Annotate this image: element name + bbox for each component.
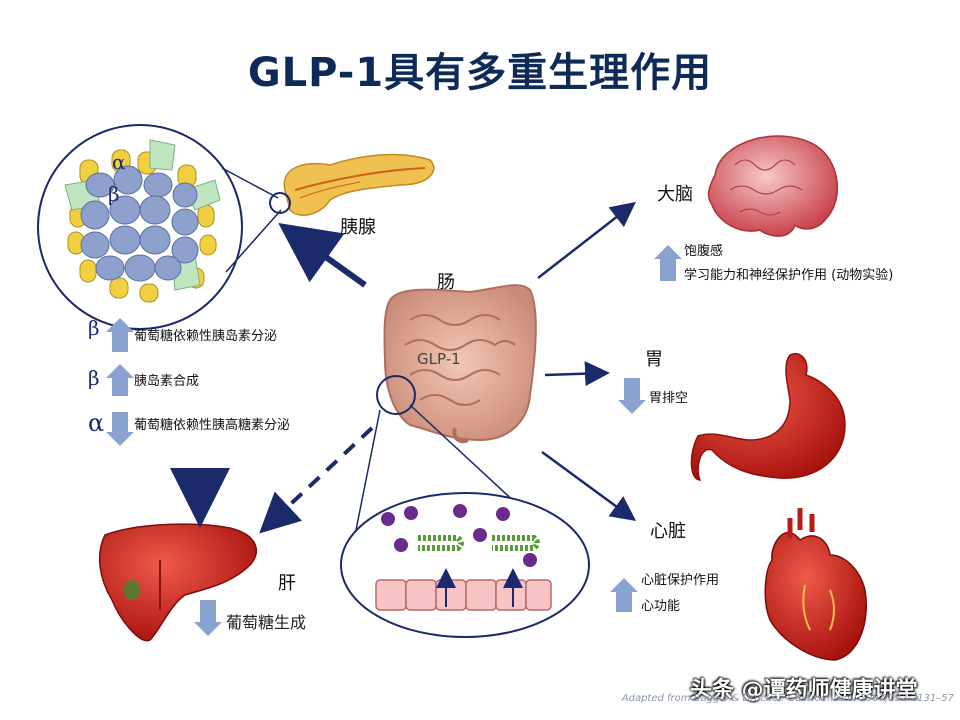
- alpha-cell-label: α: [112, 150, 126, 174]
- stomach-effect-arrow: [618, 378, 646, 414]
- stomach-effect: 胃排空: [649, 391, 689, 406]
- intestinal-cell-diagram: [340, 404, 590, 638]
- watermark: 头条 @谭药师健康讲堂: [690, 678, 918, 703]
- source-credit: Adapted from Baggio & Drucker. Gastroent…: [621, 693, 954, 704]
- heart-effect-arrow: [610, 578, 638, 612]
- brain-effect-1: 饱腹感: [684, 244, 724, 259]
- brain-illustration: [707, 135, 839, 237]
- stomach-label: 胃: [645, 349, 663, 370]
- pancreas-effect-2-text: 胰岛素合成: [134, 374, 200, 389]
- pancreas-effect-1-symbol: β: [88, 316, 100, 340]
- pancreas-effect-1-text: 葡萄糖依赖性胰岛素分泌: [134, 329, 278, 344]
- brain-label: 大脑: [657, 184, 693, 205]
- beta-cells: [80, 165, 199, 282]
- gut-illustration: [376, 284, 537, 444]
- brain-effect-arrow: [654, 245, 682, 281]
- pancreas-effect-arrow-2: [106, 364, 134, 396]
- heart-label: 心脏: [650, 521, 686, 542]
- page-title: GLP-1具有多重生理作用: [247, 50, 713, 96]
- heart-effect-2: 心功能: [641, 599, 681, 614]
- liver-label: 肝: [278, 573, 296, 594]
- receptor-chains: [418, 535, 540, 551]
- heart-effect-1: 心脏保护作用: [641, 573, 720, 588]
- connection-arrows: [170, 201, 637, 534]
- stomach-illustration: [690, 353, 846, 481]
- glp1-molecules: [381, 504, 537, 567]
- gut-label: 肠: [437, 272, 455, 293]
- pancreas-effect-arrow-3: [106, 412, 134, 446]
- pancreas-effect-3-text: 葡萄糖依赖性胰高糖素分泌: [134, 418, 291, 433]
- liver-effect-arrow: [194, 600, 222, 636]
- liver-effect: 葡萄糖生成: [226, 613, 307, 632]
- epithelial-cells: [375, 579, 552, 611]
- pancreas-effect-arrow-1: [106, 318, 134, 352]
- heart-illustration: [764, 508, 867, 661]
- pancreas-label: 胰腺: [340, 217, 376, 238]
- glp1-label: GLP-1: [417, 350, 461, 368]
- effect-arrows: [106, 245, 682, 636]
- pancreas-effect-3-symbol: α: [88, 409, 105, 437]
- pancreas-illustration: [269, 153, 435, 216]
- beta-cell-label: β: [108, 182, 120, 206]
- brain-effect-2: 学习能力和神经保护作用 (动物实验): [684, 268, 894, 283]
- islet-diagram: [37, 124, 282, 330]
- pancreas-effect-2-symbol: β: [88, 366, 100, 390]
